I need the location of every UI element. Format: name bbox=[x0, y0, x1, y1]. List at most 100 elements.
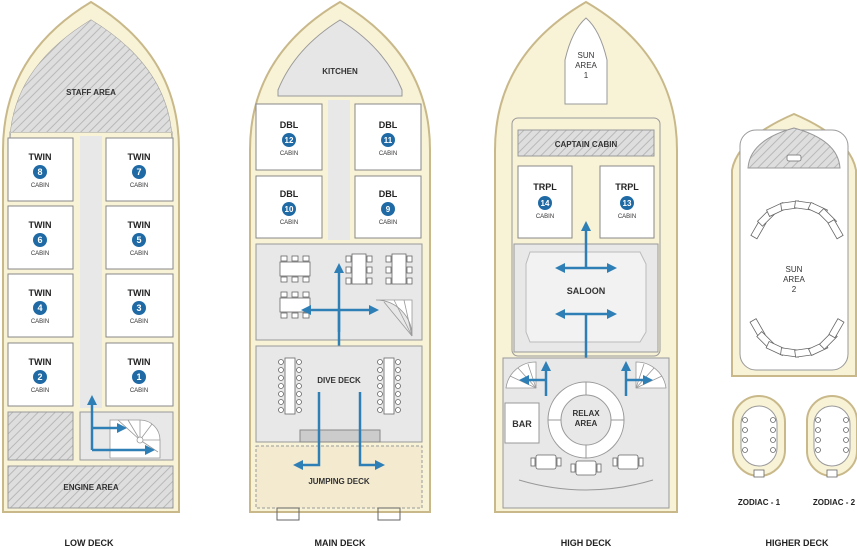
low-deck-title: LOW DECK bbox=[65, 538, 114, 547]
relax-area bbox=[547, 381, 625, 459]
cabin-number-badge bbox=[381, 133, 395, 147]
cabin-label: CABIN bbox=[130, 319, 148, 325]
cabin-label: CABIN bbox=[130, 251, 148, 257]
spiral-staircase-icon bbox=[109, 419, 161, 459]
main-deck-title: MAIN DECK bbox=[315, 538, 366, 547]
cabin-number-badge bbox=[381, 202, 395, 216]
cabin-label: CABIN bbox=[280, 220, 298, 226]
higher-deck: SUN AREA 2 bbox=[731, 112, 857, 547]
low-direction-arrows bbox=[87, 395, 155, 455]
cabin-number: 3 bbox=[136, 303, 141, 313]
cabin-label: CABIN bbox=[31, 319, 49, 325]
sun-area-2-line-2: AREA bbox=[783, 275, 805, 284]
high-side-arrows bbox=[519, 361, 653, 396]
cabin-type: TRPL bbox=[533, 182, 557, 192]
low-cabin-labels: TWIN 8 CABIN TWIN 7 CABIN TWIN 6 CABIN T… bbox=[29, 152, 151, 394]
high-upper-arrows bbox=[555, 221, 617, 371]
cabin-number-badge bbox=[33, 233, 47, 247]
sun-area-1-line-2: AREA bbox=[575, 61, 597, 70]
captain-cabin bbox=[517, 129, 655, 157]
higher-hatch bbox=[747, 127, 841, 169]
dive-ladder bbox=[299, 429, 381, 443]
main-lower-arrows bbox=[293, 392, 385, 470]
zodiac-1 bbox=[732, 395, 786, 478]
dive-deck-label: DIVE DECK bbox=[317, 376, 361, 385]
cabin-label: CABIN bbox=[536, 214, 554, 220]
cabin-number: 11 bbox=[384, 136, 393, 145]
cabin-number-badge bbox=[132, 370, 146, 384]
cabin-label: CABIN bbox=[31, 388, 49, 394]
kitchen-label: KITCHEN bbox=[322, 67, 358, 76]
cabin-number-badge bbox=[282, 202, 296, 216]
cabin-type: TRPL bbox=[615, 182, 639, 192]
saloon-label: SALOON bbox=[567, 286, 606, 296]
main-deck: KITCHEN DBL 12 CABIN DBL 11 CABIN DBL 10… bbox=[249, 0, 431, 547]
zodiac-1-label: ZODIAC - 1 bbox=[738, 498, 781, 507]
swim-ladders-icon bbox=[276, 507, 401, 521]
cabin-type: TWIN bbox=[128, 357, 151, 367]
jumping-deck-label: JUMPING DECK bbox=[308, 477, 370, 486]
cabin-number-badge bbox=[620, 196, 634, 210]
cabin-number: 1 bbox=[136, 372, 141, 382]
sun-area-1-line-3: 1 bbox=[584, 71, 589, 80]
cabin-number: 14 bbox=[541, 199, 550, 208]
low-corridor bbox=[80, 136, 102, 408]
cabin-label: CABIN bbox=[379, 151, 397, 157]
cabin-label: CABIN bbox=[618, 214, 636, 220]
captain-cabin-label: CAPTAIN CABIN bbox=[555, 140, 618, 149]
cabin-number: 5 bbox=[136, 235, 141, 245]
cabin-number: 7 bbox=[136, 167, 141, 177]
staff-area-label: STAFF AREA bbox=[66, 88, 116, 97]
low-cabins bbox=[7, 137, 174, 407]
jumping-deck bbox=[255, 445, 423, 509]
cabin-number-badge bbox=[33, 301, 47, 315]
main-staircase-icon bbox=[375, 299, 413, 337]
cabin-label: CABIN bbox=[130, 388, 148, 394]
cabin-7[interactable] bbox=[105, 137, 174, 202]
cabin-number-badge bbox=[132, 301, 146, 315]
engine-area bbox=[7, 465, 174, 509]
relax-area-line-1: RELAX bbox=[572, 409, 600, 418]
dive-benches bbox=[278, 357, 401, 415]
cabin-type: DBL bbox=[280, 120, 299, 130]
cabin-label: CABIN bbox=[31, 183, 49, 189]
cabin-number-badge bbox=[538, 196, 552, 210]
relax-area-line-2: AREA bbox=[575, 419, 598, 428]
cabin-number-badge bbox=[132, 233, 146, 247]
cabin-type: TWIN bbox=[128, 288, 151, 298]
higher-deck-title: HIGHER DECK bbox=[765, 538, 829, 547]
cabin-label: CABIN bbox=[31, 251, 49, 257]
cabin-number: 8 bbox=[37, 167, 42, 177]
cabin-type: DBL bbox=[379, 120, 398, 130]
bar bbox=[504, 402, 540, 444]
zodiac-2-label: ZODIAC - 2 bbox=[813, 498, 856, 507]
cabin-number-badge bbox=[132, 165, 146, 179]
high-deck-title: HIGH DECK bbox=[561, 538, 612, 547]
cabin-number: 13 bbox=[623, 199, 632, 208]
cabin-number: 12 bbox=[285, 136, 294, 145]
cabin-type: DBL bbox=[379, 189, 398, 199]
dining-tables bbox=[279, 253, 413, 319]
cabin-number-badge bbox=[282, 133, 296, 147]
sunbeds bbox=[749, 200, 845, 358]
sun-area-1-line-1: SUN bbox=[578, 51, 595, 60]
cabin-number-badge bbox=[33, 370, 47, 384]
cabin-3[interactable] bbox=[105, 273, 174, 338]
cabin-number: 4 bbox=[37, 303, 42, 313]
cabin-type: TWIN bbox=[29, 357, 52, 367]
sun-area-1 bbox=[564, 17, 608, 105]
cabin-label: CABIN bbox=[379, 220, 397, 226]
cabin-type: TWIN bbox=[128, 152, 151, 162]
cabin-number: 10 bbox=[285, 205, 294, 214]
kitchen bbox=[277, 19, 403, 97]
sun-area-2-line-3: 2 bbox=[792, 285, 797, 294]
cabin-label: CABIN bbox=[280, 151, 298, 157]
cabin-type: TWIN bbox=[128, 220, 151, 230]
cabin-number: 6 bbox=[37, 235, 42, 245]
hatch-icon bbox=[786, 154, 802, 162]
cabin-type: TWIN bbox=[29, 220, 52, 230]
cabin-type: TWIN bbox=[29, 152, 52, 162]
high-aft-tables bbox=[530, 454, 644, 476]
engine-area-label: ENGINE AREA bbox=[63, 483, 118, 492]
